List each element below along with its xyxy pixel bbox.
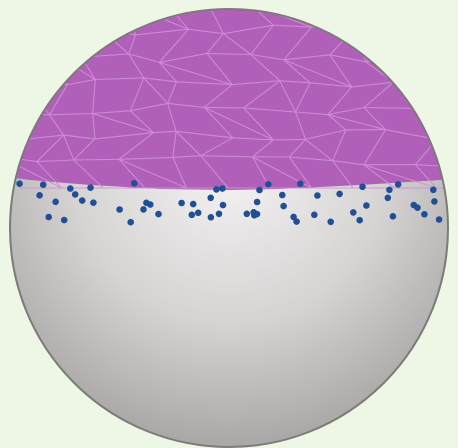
cell-edge [333,4,357,26]
nucleus-dot [363,202,370,209]
nucleus-dot [208,214,215,221]
nucleus-dot [87,184,94,191]
cell-edge [0,56,22,82]
cell-edge [411,53,458,61]
nucleus-dot [350,209,357,216]
nucleus-dot [190,201,197,208]
nucleus-dot [314,192,321,199]
cell-edge [0,31,20,56]
nucleus-dot [436,216,443,223]
nucleus-dot [293,218,300,225]
nucleus-dot [67,185,74,192]
nucleus-dot [189,212,196,219]
nucleus-dot [127,219,134,226]
cell-edge [204,107,243,108]
nucleus-dot [216,211,223,218]
cell-edge [52,53,82,57]
cell-edge [52,27,54,53]
nucleus-dot [178,200,185,207]
nucleus-dot [155,211,162,218]
nucleus-dot [280,203,287,210]
nucleus-dot [61,217,68,224]
nucleus-dot [40,181,47,188]
nucleus-dot [220,202,227,209]
nucleus-dot [219,185,226,192]
nucleus-dot [254,211,261,218]
cell-edge [52,53,68,85]
nucleus-dot [431,198,438,205]
upper-cell-layer [0,0,458,190]
nucleus-dot [45,214,52,221]
cell-edge [394,80,432,82]
cell-edge [375,4,396,30]
cell-edge [429,25,458,36]
cell-edge [418,108,449,115]
nucleus-dot [327,219,334,226]
cell-edge [431,78,458,79]
nucleus-dot [213,186,220,193]
cell-edge [0,112,19,140]
cell-edge [0,82,22,113]
nucleus-dot [297,180,304,187]
cell-edge [411,61,432,79]
nucleus-dot [265,181,272,188]
nucleus-dot [359,184,366,191]
nucleus-dot [254,199,261,206]
nucleus-dot [131,180,138,187]
cell-edge [437,131,458,139]
cell-edge [0,4,53,27]
cell-edge [437,139,454,167]
nucleus-dot [256,187,263,194]
nucleus-dot [336,191,343,198]
nucleus-dot [72,191,79,198]
nucleus-dot [390,213,397,220]
nucleus-dot [52,199,59,206]
nucleus-dot [147,201,154,208]
nucleus-dot [311,212,318,219]
cell-edge [454,167,458,188]
cell-edge [74,159,119,160]
nucleus-dot [195,210,202,217]
nucleus-dot [356,217,363,224]
cell-edge [411,61,458,78]
nucleus-dot [207,195,214,202]
cell-edge [20,27,53,31]
cell-edge [411,25,430,61]
nucleus-dot [279,192,286,199]
cell-edge [357,26,396,30]
cell-edge [22,82,67,85]
cell-edge [418,80,431,109]
nucleus-dot [411,202,418,209]
cell-edge [0,53,52,56]
cell-edge [454,131,458,167]
cell-edge [42,4,54,27]
nucleus-dot [244,211,251,218]
cell-edge [273,139,305,140]
cell-edge [396,25,429,30]
cell-edge [0,4,20,31]
nucleus-dot [395,181,402,188]
nucleus-dot [386,187,393,194]
nucleus-dot [36,192,43,199]
cell-edge [416,4,429,25]
cell-edge [449,115,458,131]
nucleus-dot [16,180,23,187]
cell-edge [0,140,19,156]
nucleus-dot [140,206,147,213]
cell-edge [449,78,458,115]
nucleus-dot [90,199,97,206]
cell-edge [366,30,397,62]
cell-edge [375,4,430,25]
nucleus-dot [385,195,392,202]
nucleus-dot [79,197,86,204]
nucleus-dot [430,187,437,194]
cell-edge [53,27,102,30]
nucleus-dot [421,211,428,218]
nucleus-dot [116,206,123,213]
cell-edge [83,4,102,30]
